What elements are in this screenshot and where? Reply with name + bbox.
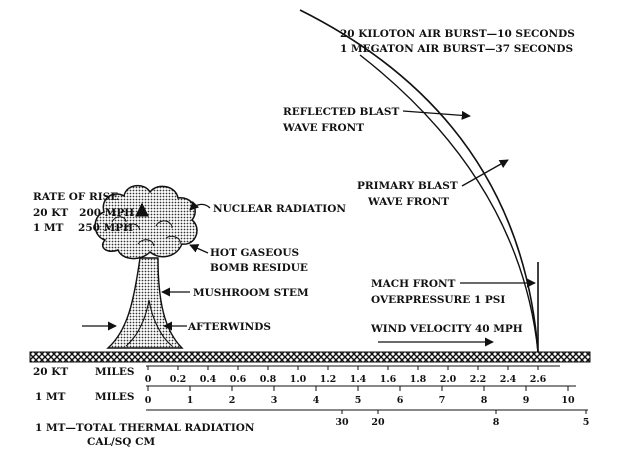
mt1-tick-label: 2 [229,395,236,406]
mt1-tick-label: 7 [439,395,446,406]
header-line-1: 20 KILOTON AIR BURST—10 SECONDS [340,28,575,40]
mt1-tick-label: 3 [271,395,278,406]
stem-label: MUSHROOM STEM [193,287,309,299]
kt20-tick-label: 2.4 [500,374,517,385]
mt1-label: 1 MT [35,391,66,403]
kt20-tick-label: 0.4 [200,374,217,385]
kt20-tick-label: 1.4 [350,374,367,385]
primary-label-2: WAVE FRONT [367,196,449,208]
mt1-unit: MILES [95,391,135,403]
rate-label-3: 1 MT 250 MPH [33,222,133,234]
mt1-tick-label: 10 [561,395,575,406]
kt20-tick-label: 0.8 [260,374,277,385]
kt20-tick-label: 1.8 [410,374,427,385]
rate-label-1: RATE OF RISE [33,191,118,203]
nuclear-label: NUCLEAR RADIATION [213,203,346,215]
mushroom-stem-shape [106,257,184,349]
rate-label-2: 20 KT 200 MPH [33,207,134,219]
kt20-unit: MILES [95,366,135,378]
thermal-tick-label: 5 [583,417,590,428]
kt20-label: 20 KT [33,366,68,378]
mach-label-1: MACH FRONT [371,278,456,290]
primary-arrow [461,159,509,187]
mach-label-2: OVERPRESSURE 1 PSI [371,294,505,306]
afterwind-curves [125,299,173,347]
thermal-tick-label: 8 [493,417,500,428]
afterwinds-label: AFTERWINDS [187,321,271,333]
cloud-puffs [111,216,181,247]
thermal-tick-label: 30 [335,417,349,428]
mt1-tick-labels: 0 1 2 3 4 5 6 7 8 9 10 [145,386,575,406]
ground-strip [29,351,591,363]
thermal-label-2: CAL/SQ CM [87,436,155,448]
hot-label-2: BOMB RESIDUE [210,262,308,274]
wind-label: WIND VELOCITY 40 MPH [370,323,523,335]
kt20-tick-label: 0.2 [170,374,187,385]
mt1-tick-label: 0 [145,395,152,406]
primary-blast-wave-front [299,9,539,353]
mt1-tick-label: 9 [523,395,530,406]
thermal-tick-labels: 30 20 8 5 [335,410,589,428]
hot-arrow [189,244,209,254]
reflected-label-2: WAVE FRONT [282,122,364,134]
kt20-tick-label: 2.2 [470,374,487,385]
kt20-tick-label: 1.6 [380,374,397,385]
reflected-arrow [402,110,471,120]
thermal-tick-label: 20 [371,417,385,428]
kt20-tick-label: 2.6 [530,374,547,385]
header-line-2: 1 MEGATON AIR BURST—37 SECONDS [340,43,573,55]
kt20-tick-label: 1.0 [290,374,307,385]
primary-label-1: PRIMARY BLAST [357,180,458,192]
thermal-label-1: 1 MT—TOTAL THERMAL RADIATION [35,422,255,434]
nuclear-arrow [189,200,211,211]
kt20-tick-labels: 0 0.2 0.4 0.6 0.8 1.0 1.2 1.4 1.6 1.8 2.0 2.2 2.4 2.6 [145,366,547,385]
reflected-blast-wave-front [359,54,539,353]
mt1-tick-label: 8 [481,395,488,406]
reflected-label-1: REFLECTED BLAST [283,106,399,118]
hot-label-1: HOT GASEOUS [210,247,299,259]
mt1-tick-label: 5 [355,395,362,406]
kt20-tick-label: 1.2 [320,374,337,385]
kt20-tick-label: 2.0 [440,374,457,385]
mt1-tick-label: 6 [397,395,404,406]
kt20-tick-label: 0 [145,374,152,385]
kt20-tick-label: 0.6 [230,374,247,385]
mt1-tick-label: 4 [313,395,320,406]
mt1-tick-label: 1 [187,395,194,406]
